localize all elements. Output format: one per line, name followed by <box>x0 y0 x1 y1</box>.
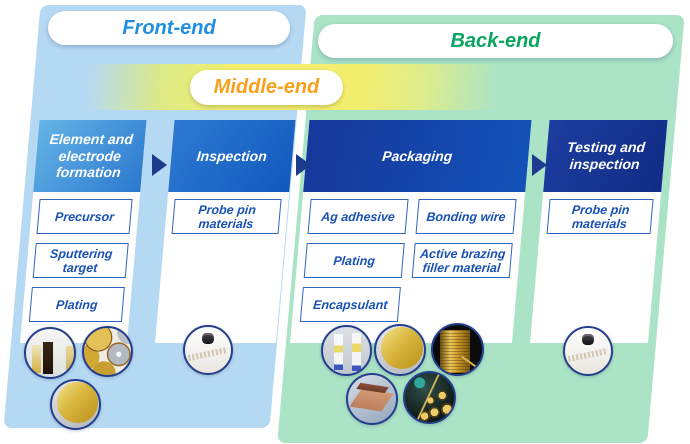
encapsulated-packages-photo <box>403 371 456 424</box>
front-end-stage-label: Front-end <box>48 11 290 45</box>
probe-pin-materials-photo <box>563 326 613 376</box>
middle-end-stage-label: Middle-end <box>190 70 343 105</box>
plated-disc-photo <box>374 324 426 376</box>
probe-pin-materials-photo <box>183 325 233 375</box>
bonding-wire-spool-photo <box>431 323 484 376</box>
ag-adhesive-syringes-photo <box>321 325 372 376</box>
brazing-filler-sheets-photo <box>346 373 398 425</box>
flow-arrow-icon <box>532 154 547 176</box>
back-end-stage-label: Back-end <box>318 24 673 58</box>
precursor-bottles-photo <box>24 327 76 379</box>
sputtering-targets-photo <box>82 326 133 377</box>
flow-arrow-icon <box>152 154 167 176</box>
plated-disc-photo <box>50 379 101 430</box>
flow-arrow-icon <box>296 154 311 176</box>
